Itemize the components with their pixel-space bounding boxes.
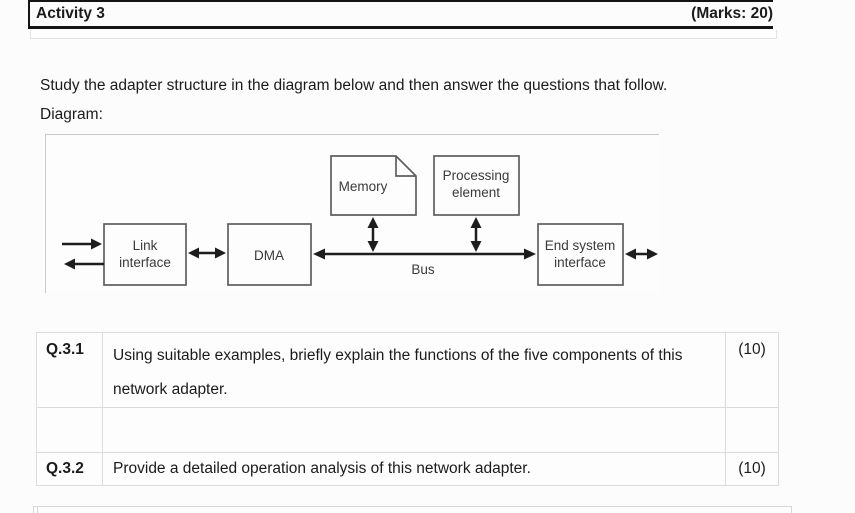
question-text bbox=[102, 407, 726, 453]
link-interface-label-line1: Link bbox=[133, 238, 158, 253]
bus-arrow bbox=[313, 248, 536, 260]
processing-bus-arrow bbox=[470, 217, 482, 252]
adapter-diagram-svg: Memory Processing element Link interface… bbox=[62, 155, 658, 286]
link-incoming-arrow bbox=[62, 238, 102, 250]
table-row bbox=[36, 407, 779, 453]
memory-label: Memory bbox=[339, 179, 388, 194]
question-marks: (10) bbox=[725, 332, 779, 408]
link-dma-arrow bbox=[188, 247, 226, 259]
question-marks: (10) bbox=[725, 452, 779, 486]
dma-label: DMA bbox=[254, 248, 284, 263]
question-marks bbox=[725, 407, 779, 453]
table-row: Q.3.2 Provide a detailed operation analy… bbox=[36, 452, 779, 486]
processing-element-label-line2: element bbox=[452, 185, 500, 200]
link-interface-box bbox=[103, 223, 187, 286]
question-text: Provide a detailed operation analysis of… bbox=[102, 452, 726, 486]
end-system-interface-label-line2: interface bbox=[554, 255, 606, 270]
activity-marks: (Marks: 20) bbox=[691, 5, 773, 22]
link-interface-label-line2: interface bbox=[119, 255, 171, 270]
activity-header: Activity 3 (Marks: 20) bbox=[28, 0, 773, 29]
table-row: Q.3.1 Using suitable examples, briefly e… bbox=[36, 332, 779, 408]
header-underline-band bbox=[30, 30, 777, 39]
question-number: Q.3.2 bbox=[36, 452, 103, 486]
memory-bus-arrow bbox=[367, 217, 379, 252]
memory-box bbox=[330, 155, 417, 216]
next-table-column-divider bbox=[37, 507, 38, 513]
memory-fold-corner bbox=[395, 156, 416, 177]
processing-element-box bbox=[433, 155, 520, 216]
instruction-text: Study the adapter structure in the diagr… bbox=[40, 77, 668, 94]
end-system-external-arrow bbox=[625, 248, 658, 260]
next-table-edge bbox=[33, 506, 792, 513]
questions-table: Q.3.1 Using suitable examples, briefly e… bbox=[36, 332, 779, 486]
question-number: Q.3.1 bbox=[36, 332, 103, 408]
question-number bbox=[36, 407, 103, 453]
diagram-label: Diagram: bbox=[40, 106, 103, 123]
link-outgoing-arrow bbox=[64, 258, 104, 270]
question-text: Using suitable examples, briefly explain… bbox=[102, 332, 726, 408]
adapter-diagram: Memory Processing element Link interface… bbox=[45, 134, 659, 293]
processing-element-label-line1: Processing bbox=[443, 168, 510, 183]
bus-label: Bus bbox=[411, 262, 435, 277]
dma-box bbox=[227, 223, 312, 286]
end-system-interface-box bbox=[537, 223, 624, 286]
activity-title: Activity 3 bbox=[36, 5, 105, 22]
end-system-interface-label-line1: End system bbox=[545, 238, 616, 253]
